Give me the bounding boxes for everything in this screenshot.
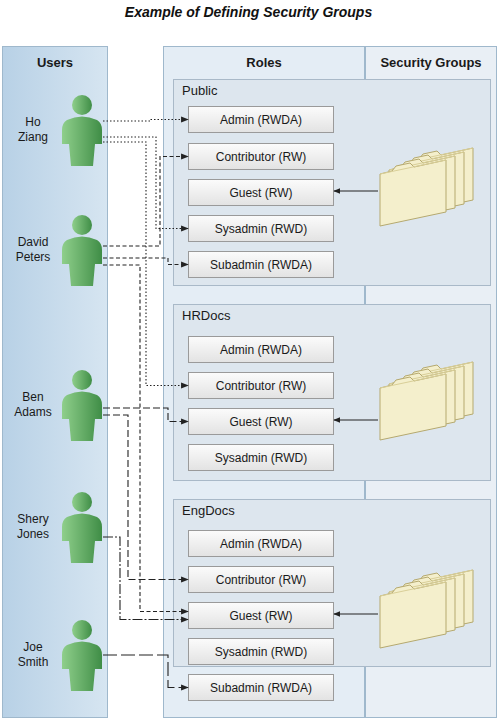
user-figure: David Peters	[9, 214, 103, 286]
access-connector	[103, 265, 188, 612]
heading: Roles	[164, 55, 364, 70]
user-figure: Ben Adams	[9, 369, 103, 441]
role-name: Admin (RWDA)	[220, 113, 302, 127]
user-name: Shery Jones	[9, 512, 57, 542]
role-box: Sysadmin (RWD)	[188, 444, 334, 471]
role-name: Admin (RWDA)	[220, 537, 302, 551]
access-connector	[103, 142, 188, 386]
diagram-title: Example of Defining Security Groups	[0, 4, 497, 20]
access-connector	[103, 137, 188, 229]
person-icon	[61, 491, 103, 563]
user-figure: Shery Jones	[9, 491, 103, 563]
role-box: Admin (RWDA)	[188, 106, 334, 133]
role-name: Admin (RWDA)	[220, 343, 302, 357]
person-icon	[61, 369, 103, 441]
access-connector	[103, 258, 188, 265]
heading: Users	[3, 55, 107, 70]
role-name: Sysadmin (RWD)	[215, 645, 307, 659]
role-column: RolesPublicAdmin (RWDA) Contributor (RW) G…	[163, 46, 365, 718]
person-icon	[61, 619, 103, 691]
role-name: Contributor (RW)	[216, 379, 306, 393]
security-group-box: HRDocsAdmin (RWDA) Contributor (RW) Guest …	[173, 304, 491, 481]
role-box: Guest (RW)	[188, 179, 334, 206]
access-connector	[103, 415, 188, 580]
role-box: Subadmin (RWDA)	[188, 251, 334, 278]
role-name: Sysadmin (RWD)	[215, 451, 307, 465]
access-connector	[103, 408, 188, 422]
heading: EngDocs	[182, 503, 235, 518]
access-connector	[103, 655, 188, 688]
role-box: Admin (RWDA)	[188, 530, 334, 557]
user-name: Joe Smith	[9, 640, 57, 670]
user-name: David Peters	[9, 235, 57, 265]
person-icon	[61, 94, 103, 166]
role-box: Sysadmin (RWD)	[188, 638, 334, 665]
role-name: Subadmin (RWDA)	[210, 681, 312, 695]
user-figure: Joe Smith	[9, 619, 103, 691]
role-name: Contributor (RW)	[216, 573, 306, 587]
role-name: Subadmin (RWDA)	[210, 258, 312, 272]
role-box: Contributor (RW)	[188, 566, 334, 593]
role-name: Guest (RW)	[229, 415, 292, 429]
user-name: Ben Adams	[9, 390, 57, 420]
heading: HRDocs	[182, 308, 230, 323]
person-icon	[61, 214, 103, 286]
role-name: Contributor (RW)	[216, 150, 306, 164]
role-box: Sysadmin (RWD)	[188, 215, 334, 242]
role-name: Sysadmin (RWD)	[215, 222, 307, 236]
role-name: Guest (RW)	[229, 186, 292, 200]
role-box: Admin (RWDA)	[188, 336, 334, 363]
heading: Public	[182, 83, 217, 98]
security-group-box: PublicAdmin (RWDA) Contributor (RW) Guest …	[173, 79, 491, 286]
role-box: Contributor (RW)	[188, 143, 334, 170]
user-name: Ho Ziang	[9, 115, 57, 145]
security-group-box: EngDocsAdmin (RWDA) Contributor (RW) Guest…	[173, 499, 491, 667]
role-box: Subadmin (RWDA)	[188, 674, 334, 701]
user-figure: Ho Ziang	[9, 94, 103, 166]
heading: Security Groups	[366, 55, 496, 70]
role-box: Guest (RW)	[188, 408, 334, 435]
role-box: Contributor (RW)	[188, 372, 334, 399]
role-box: Guest (RW)	[188, 602, 334, 629]
access-connector	[103, 120, 188, 122]
user-column: Users Ho ZiangDavid PetersBen AdamsShery …	[2, 46, 108, 718]
access-connector	[103, 537, 188, 620]
access-connector	[103, 157, 188, 247]
role-name: Guest (RW)	[229, 609, 292, 623]
